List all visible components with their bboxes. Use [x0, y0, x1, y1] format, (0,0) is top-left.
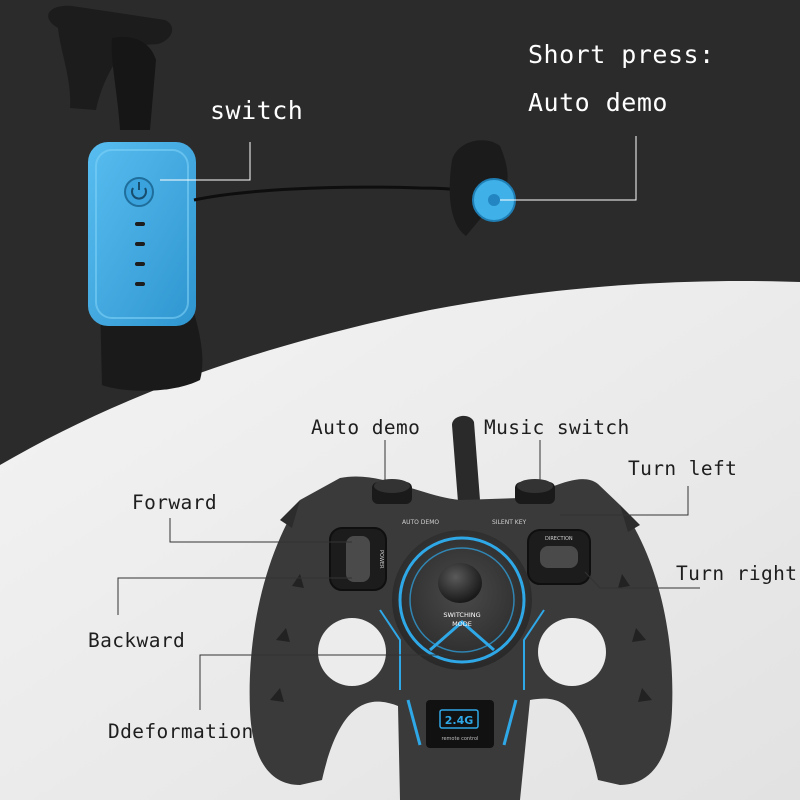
label-auto-demo-top: Auto demo: [528, 88, 668, 117]
marking-silent-key: SILENT KEY: [492, 519, 526, 526]
leader-line-switch: [160, 142, 251, 181]
indicator-led: [135, 262, 145, 266]
label-music-switch: Music switch: [484, 416, 630, 439]
marking-frequency: 2.4G: [445, 714, 474, 727]
label-backward: Backward: [88, 629, 186, 652]
label-forward: Forward: [132, 491, 217, 514]
label-short-press: Short press:: [528, 40, 715, 69]
label-deformation: Ddeformation: [108, 720, 254, 743]
label-switch: switch: [210, 96, 304, 125]
antenna: [452, 415, 480, 502]
label-turn-left: Turn left: [628, 457, 738, 480]
leader-line-deformation: [199, 654, 455, 710]
marking-remote-control: remote control: [442, 736, 479, 742]
leader-line-forward: [169, 518, 352, 543]
leader-line-backward: [117, 577, 352, 615]
marking-auto-demo: AUTO DEMO: [402, 519, 439, 526]
indicator-led: [135, 222, 145, 226]
remote-body: [88, 142, 196, 326]
controller: AUTO DEMO SILENT KEY DIRECTION POWER SWI…: [249, 415, 673, 800]
wrist-remote: [48, 5, 516, 391]
grip-hole-left: [318, 618, 386, 686]
leader-line-turn-left: [560, 486, 689, 516]
marking-mode: MODE: [452, 620, 472, 628]
marking-switching: SWITCHING: [443, 611, 480, 619]
indicator-led: [135, 282, 145, 286]
wrist-strap-top: [48, 5, 173, 111]
marking-power: POWER: [378, 550, 384, 569]
switching-mode-button[interactable]: [438, 563, 482, 603]
leader-line-auto-demo-top: [500, 136, 637, 201]
label-auto-demo: Auto demo: [311, 416, 421, 439]
frequency-plate: [426, 700, 494, 748]
grip-hole-right: [538, 618, 606, 686]
label-turn-right: Turn right: [676, 562, 798, 585]
leader-line-turn-right: [584, 571, 700, 589]
indicator-led: [135, 242, 145, 246]
marking-direction: DIRECTION: [545, 536, 573, 542]
power-button-icon[interactable]: [124, 177, 154, 207]
